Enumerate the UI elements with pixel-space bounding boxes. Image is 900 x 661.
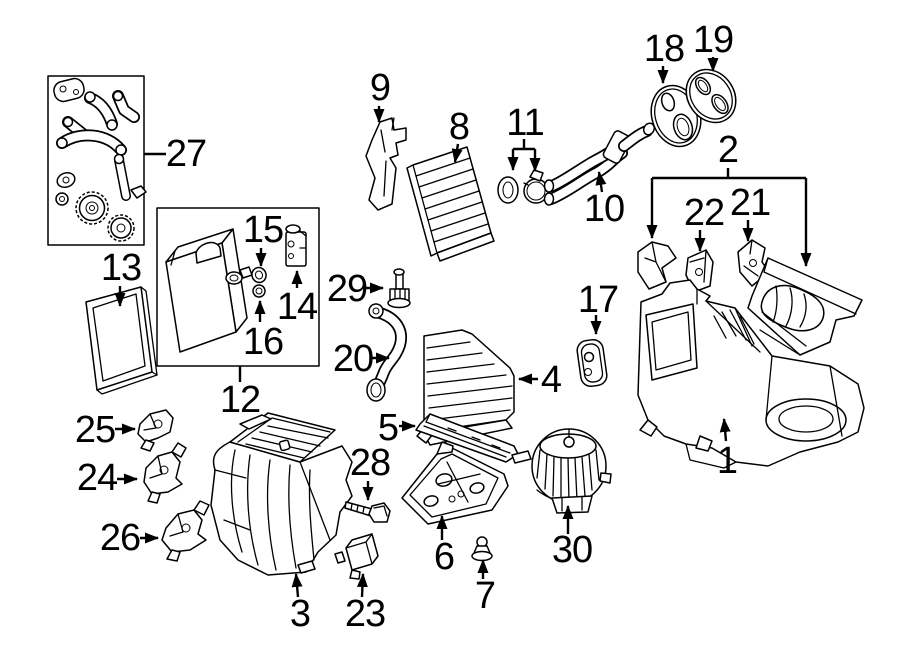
part-hose-seal-and-clamp: [497, 169, 550, 204]
callout-11: 11: [506, 102, 544, 144]
part-mounting-bracket-center: [685, 249, 714, 293]
part-gasket-19: [685, 68, 737, 124]
callout-12: 12: [219, 379, 261, 421]
leader-8: [451, 143, 463, 163]
callout-24: 24: [76, 457, 118, 499]
part-blower-motor: [511, 428, 612, 514]
callout-leaders: [114, 57, 812, 598]
part-heater-core: [406, 146, 495, 262]
callout-30: 30: [551, 529, 593, 571]
part-housing-cover: [747, 257, 863, 356]
callout-23: 23: [344, 593, 386, 635]
callout-2: 2: [717, 129, 739, 171]
leader-11-bracket: [513, 139, 535, 151]
part-actuator-motor-top: [137, 409, 174, 452]
part-evaporator-kit: [156, 207, 320, 367]
part-control-lever-kit: [47, 75, 147, 246]
callout-5: 5: [377, 407, 399, 449]
part-actuator-motor-middle: [143, 442, 187, 504]
callout-15: 15: [242, 209, 284, 251]
callout-27: 27: [165, 133, 207, 175]
callout-25: 25: [74, 409, 116, 451]
part-air-distribution-housing: [210, 412, 353, 576]
part-grommet: [471, 536, 493, 562]
leader-2-bracket: [652, 168, 806, 180]
part-stud-bolt: [387, 268, 411, 309]
callout-9: 9: [369, 67, 391, 109]
part-cabin-air-filter: [85, 286, 158, 395]
part-pipe-seal-plate: [576, 338, 608, 388]
leader-3: [291, 573, 303, 598]
leader-1: [719, 418, 731, 442]
callout-22: 22: [683, 192, 725, 234]
callout-17: 17: [577, 279, 619, 321]
callout-29: 29: [326, 268, 368, 310]
part-actuator-motor-bottom: [161, 500, 210, 562]
part-drain-tube: [366, 303, 407, 402]
callout-6: 6: [433, 536, 455, 578]
callout-18: 18: [643, 28, 685, 70]
callout-21: 21: [729, 182, 771, 224]
part-mounting-bracket-left: [637, 241, 677, 290]
callout-4: 4: [540, 359, 562, 401]
callout-3: 3: [289, 593, 311, 635]
callout-1: 1: [716, 440, 738, 482]
callout-14: 14: [276, 286, 318, 328]
part-lower-mounting-plate: [401, 441, 509, 525]
callout-13: 13: [100, 247, 142, 289]
callout-20: 20: [332, 338, 374, 380]
callout-16: 16: [242, 321, 284, 363]
callout-8: 8: [448, 106, 470, 148]
part-hvac-housing: [637, 279, 865, 469]
leader-10: [595, 171, 607, 193]
part-side-bracket: [365, 117, 407, 211]
part-tapping-screw: [344, 501, 391, 523]
callout-10: 10: [583, 188, 625, 230]
part-servo-actuator: [334, 533, 379, 580]
callout-7: 7: [474, 575, 496, 617]
callout-28: 28: [349, 442, 391, 484]
leader-23: [356, 573, 368, 598]
callout-19: 19: [692, 19, 734, 61]
callout-26: 26: [99, 517, 141, 559]
